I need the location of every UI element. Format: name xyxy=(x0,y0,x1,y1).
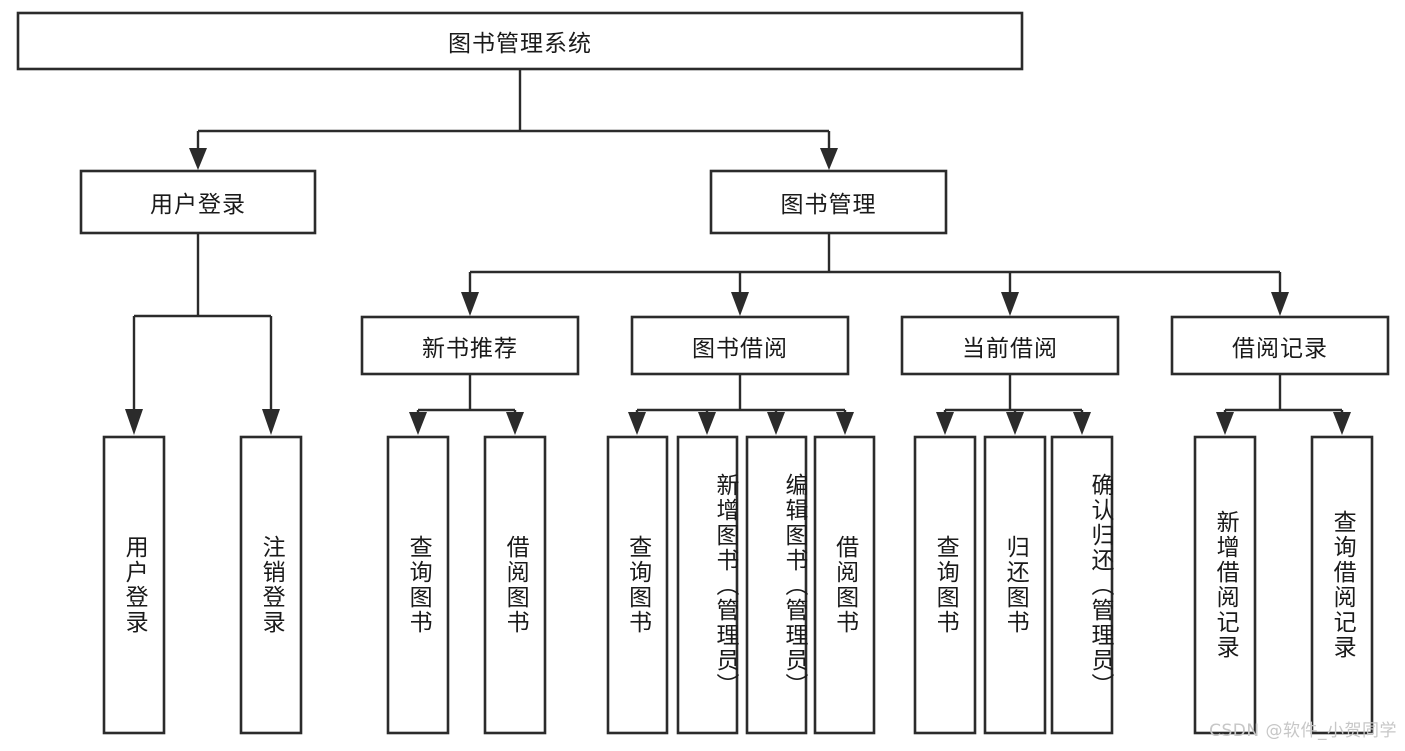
node-box-leaf-logout[interactable] xyxy=(239,435,303,735)
node-box-leaf-user-login[interactable] xyxy=(102,435,166,735)
node-box-leaf-query-book-1[interactable] xyxy=(386,435,450,735)
arrow-head-leaf-query-book-1 xyxy=(409,412,427,435)
arrow-head-new-book-recommend xyxy=(461,292,479,316)
node-box-leaf-add-book[interactable] xyxy=(676,435,739,735)
arrow-head-leaf-user-login xyxy=(125,409,143,435)
node-box-user-login[interactable] xyxy=(79,169,317,235)
connector-group-root xyxy=(189,69,838,170)
connector-group-new-book-recommend xyxy=(409,374,524,435)
node-box-leaf-borrow-book-2[interactable] xyxy=(813,435,876,735)
arrow-head-leaf-query-book-2 xyxy=(628,412,646,435)
arrow-head-leaf-logout xyxy=(262,409,280,435)
node-box-leaf-borrow-book-1[interactable] xyxy=(483,435,547,735)
node-box-book-borrow[interactable] xyxy=(630,315,850,376)
node-box-leaf-query-book-2[interactable] xyxy=(606,435,669,735)
node-box-leaf-return-book[interactable] xyxy=(983,435,1047,735)
connector-group-book-management xyxy=(461,233,1289,316)
arrow-head-book-management xyxy=(820,148,838,170)
arrow-head-leaf-query-book-3 xyxy=(936,412,954,435)
node-box-leaf-query-book-3[interactable] xyxy=(913,435,977,735)
connector-group-borrow-records xyxy=(1216,374,1351,435)
node-box-borrow-records[interactable] xyxy=(1170,315,1390,376)
arrow-head-book-borrow xyxy=(731,292,749,316)
arrow-head-leaf-return-book xyxy=(1006,412,1024,435)
arrow-head-leaf-borrow-book-2 xyxy=(836,412,854,435)
node-box-current-borrow[interactable] xyxy=(900,315,1120,376)
node-box-book-management[interactable] xyxy=(709,169,948,235)
arrow-head-leaf-add-book xyxy=(698,412,716,435)
arrow-head-borrow-records xyxy=(1271,292,1289,316)
connector-group-user-login xyxy=(125,233,280,435)
arrow-head-leaf-edit-book xyxy=(767,412,785,435)
node-box-leaf-confirm-return[interactable] xyxy=(1050,435,1114,735)
connector-group-current-borrow xyxy=(936,374,1091,435)
watermark-text: CSDN @软件_小贺同学 xyxy=(1209,721,1397,741)
arrow-head-leaf-query-borrow-record xyxy=(1333,412,1351,435)
node-box-new-book-recommend[interactable] xyxy=(360,315,580,376)
node-box-leaf-edit-book[interactable] xyxy=(745,435,808,735)
node-box-leaf-add-borrow-record[interactable] xyxy=(1193,435,1257,735)
arrow-head-leaf-borrow-book-1 xyxy=(506,412,524,435)
arrow-head-leaf-confirm-return xyxy=(1073,412,1091,435)
node-box-leaf-query-borrow-record[interactable] xyxy=(1310,435,1374,735)
node-box-root[interactable] xyxy=(16,11,1024,71)
connector-group-book-borrow xyxy=(628,374,854,435)
arrow-head-leaf-add-borrow-record xyxy=(1216,412,1234,435)
arrow-head-user-login xyxy=(189,148,207,170)
arrow-head-current-borrow xyxy=(1001,292,1019,316)
